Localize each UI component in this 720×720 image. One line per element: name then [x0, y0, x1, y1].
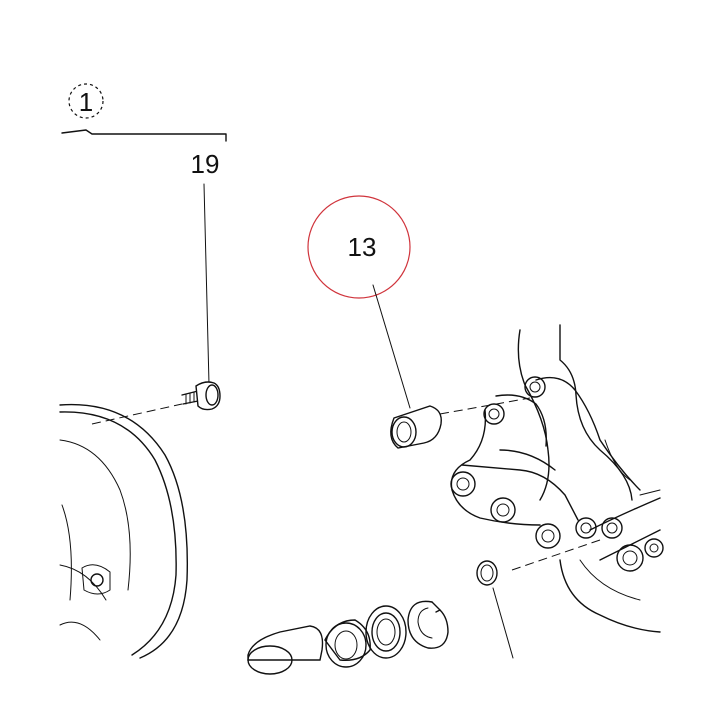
callout-13-highlight-circle [307, 195, 411, 299]
callout-13-label: 13 [348, 232, 377, 262]
flywheel [59, 403, 189, 659]
seal-stack [247, 600, 449, 675]
callout-19[interactable]: 19 [191, 149, 220, 179]
leader-line-19 [203, 183, 210, 385]
flywheel-bolt-hole [90, 573, 104, 587]
engine-housing [450, 324, 664, 633]
assembly-reference[interactable]: 1 [61, 83, 227, 142]
o-ring [476, 560, 514, 659]
callout-19-label: 19 [191, 149, 220, 179]
bushing-13 [390, 397, 531, 449]
assembly-number: 1 [79, 87, 93, 117]
leader-line-13 [372, 284, 411, 409]
callout-13[interactable]: 13 [307, 195, 411, 299]
bolt-19 [91, 381, 221, 425]
assembly-number-circle [68, 83, 104, 119]
assembly-bracket [61, 129, 227, 142]
